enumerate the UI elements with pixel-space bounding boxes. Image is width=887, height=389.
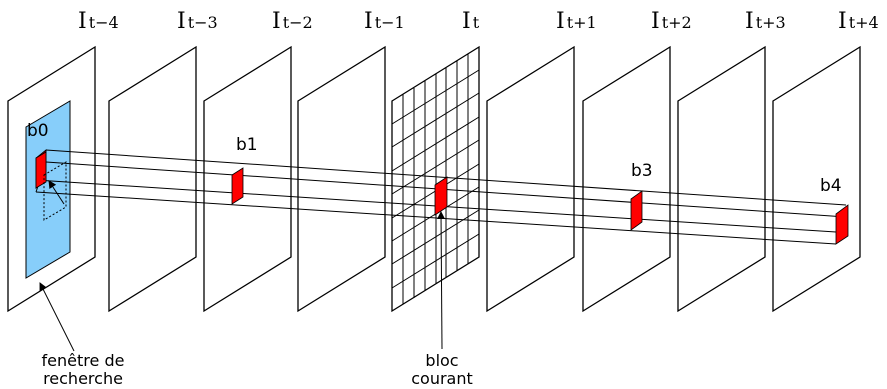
- block-b4: [835, 204, 849, 245]
- block-label-b0: b0: [27, 121, 49, 141]
- frame-t+4: [772, 45, 861, 313]
- annotations: fenêtre de recherche bloc courant: [42, 351, 473, 388]
- search-window-label-line1: fenêtre de: [42, 351, 125, 370]
- block-b3: [630, 190, 643, 231]
- motion-vector-arrow: [48, 180, 65, 205]
- frame-t+3: [677, 45, 766, 313]
- current-block-label-line1: bloc: [425, 351, 458, 370]
- frame-t-2: [203, 45, 292, 313]
- current-block-label-line2: courant: [411, 369, 473, 388]
- block-label-b3: b3: [631, 161, 653, 181]
- search-window-label-line2: recherche: [43, 369, 123, 388]
- current-block-pointer: [437, 211, 446, 350]
- block-current: [434, 176, 448, 216]
- search-window: [25, 100, 71, 279]
- search-window-pointer: [39, 282, 75, 352]
- frame-t+2: [582, 45, 671, 313]
- block-label-b1: b1: [236, 135, 258, 155]
- frame-t-3: [108, 45, 197, 313]
- block-labels: b0 b1 b3 b4: [27, 121, 842, 196]
- block-b1: [231, 167, 244, 205]
- frames-group: [7, 45, 861, 313]
- frame-t+1: [486, 45, 575, 313]
- block-label-b4: b4: [820, 176, 842, 196]
- frame-t-1: [297, 45, 386, 313]
- candidate-region: [43, 161, 67, 221]
